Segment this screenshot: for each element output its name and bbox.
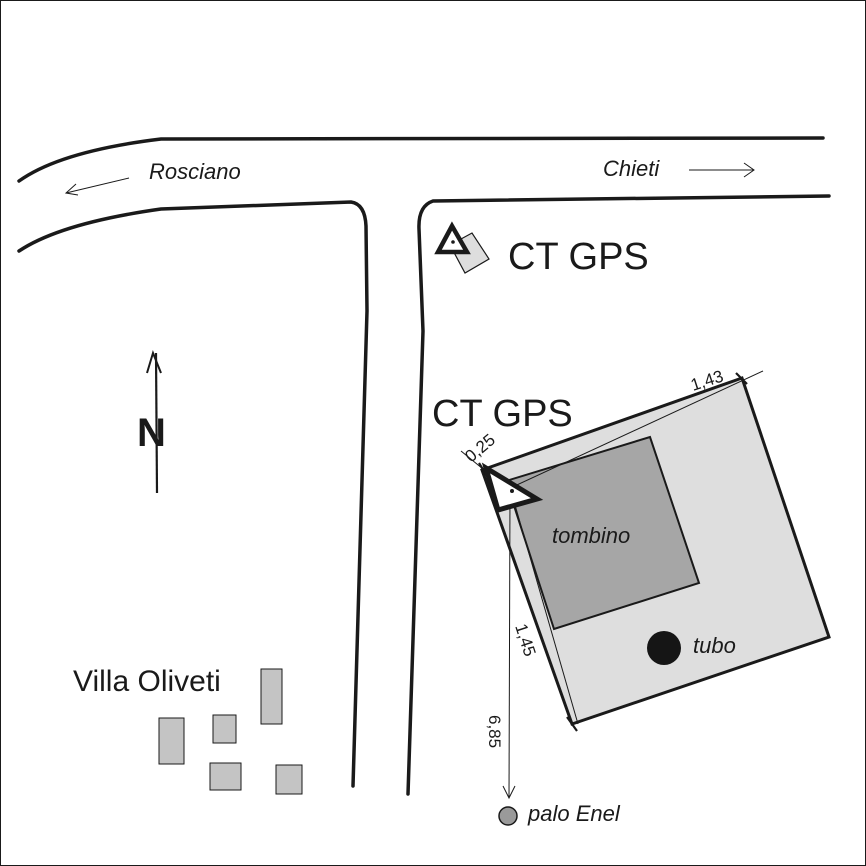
measurement-lines <box>460 370 764 800</box>
tubo <box>647 631 681 665</box>
building <box>212 714 237 744</box>
ct-gps-label-lower: CT GPS <box>432 393 573 435</box>
dimension-1-45: 1,45 <box>511 621 539 658</box>
building <box>260 668 283 725</box>
palo-label: palo Enel <box>527 801 621 826</box>
tombino-label: tombino <box>552 523 630 548</box>
palo-enel <box>498 806 518 826</box>
road-north-edge <box>17 136 825 183</box>
north-label: N <box>137 411 166 455</box>
rosciano-arrow <box>64 177 130 196</box>
road-south-edge-east <box>406 194 831 796</box>
rosciano-label: Rosciano <box>149 159 241 184</box>
tubo-label: tubo <box>693 633 736 658</box>
north-arrow-icon <box>146 349 162 494</box>
dimension-0-25: 0,25 <box>461 430 499 466</box>
villa-buildings <box>158 668 303 795</box>
ct-gps-marker-lower <box>481 462 544 514</box>
ct-gps-marker-upper <box>434 221 490 274</box>
dimension-6-85: 6,85 <box>485 715 504 748</box>
tombino <box>504 435 701 631</box>
villa-label: Villa Oliveti <box>73 665 221 698</box>
ct-gps-label-upper: CT GPS <box>508 236 649 278</box>
building <box>275 764 303 795</box>
chieti-label: Chieti <box>603 156 660 181</box>
building <box>158 717 185 765</box>
road-south-edge-west <box>17 200 369 788</box>
chieti-arrow <box>689 162 755 178</box>
building <box>209 762 242 791</box>
